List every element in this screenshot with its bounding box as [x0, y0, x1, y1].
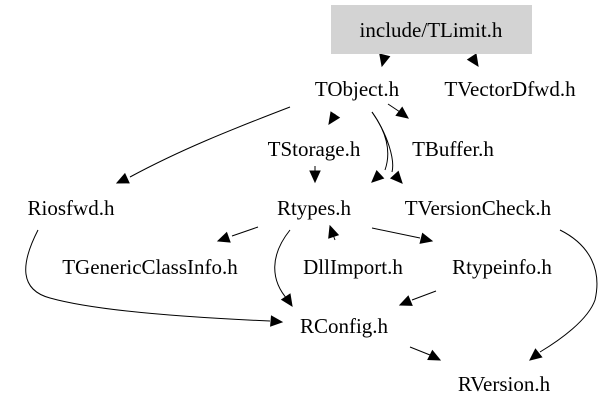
edge-line	[25, 229, 271, 322]
edge-line	[274, 229, 291, 301]
arrowhead-icon	[270, 315, 284, 327]
edge-rtypes-to-tgenericclassinfo	[216, 226, 259, 243]
edge-line	[231, 226, 259, 237]
edge-line	[371, 227, 421, 239]
edge-line	[387, 103, 401, 113]
arrowhead-icon	[389, 170, 403, 184]
edge-tobject-to-tstorage	[328, 111, 341, 126]
edge-line	[129, 106, 291, 178]
node-tobject[interactable]: TObject.h	[315, 77, 400, 101]
edge-tobject-to-tversioncheck	[371, 111, 403, 184]
node-dllimport[interactable]: DllImport.h	[303, 255, 403, 279]
node-label: Rtypeinfo.h	[452, 255, 552, 279]
arrowhead-icon	[419, 232, 434, 244]
edge-rtypeinfo-to-rconfig	[398, 290, 437, 306]
edge-line	[539, 229, 598, 353]
edge-riosfwd-to-rconfig	[25, 229, 284, 327]
node-label: include/TLimit.h	[360, 18, 503, 42]
arrowhead-icon	[466, 53, 479, 68]
edge-tlimit-to-tobject	[379, 53, 391, 68]
node-tlimit[interactable]: include/TLimit.h	[331, 5, 532, 54]
edge-line	[371, 111, 394, 173]
edge-rtypes-to-rtypeinfo	[371, 227, 434, 244]
node-label: DllImport.h	[303, 255, 403, 279]
arrowhead-icon	[216, 231, 231, 243]
edge-rconfig-to-rversion	[409, 346, 442, 361]
arrowhead-icon	[371, 169, 385, 183]
edge-tversioncheck-to-rversion	[529, 229, 598, 361]
edge-line	[411, 290, 437, 301]
arrowhead-icon	[328, 224, 340, 239]
edge-tobject-to-tbuffer	[387, 103, 409, 119]
node-label: Rtypes.h	[277, 196, 352, 220]
node-tstorage[interactable]: TStorage.h	[268, 137, 361, 161]
node-tbuffer[interactable]: TBuffer.h	[412, 137, 494, 161]
arrowhead-icon	[395, 106, 409, 119]
node-label: RVersion.h	[458, 372, 551, 396]
edge-tstorage-to-rtypes	[309, 166, 321, 184]
node-label: TVersionCheck.h	[405, 196, 552, 220]
edge-tlimit-to-tvectordfwd	[466, 53, 479, 68]
node-label: Riosfwd.h	[28, 196, 115, 220]
root-node-box	[331, 5, 532, 54]
node-label: TObject.h	[315, 77, 400, 101]
node-riosfwd[interactable]: Riosfwd.h	[28, 196, 115, 220]
edge-tobject-to-riosfwd	[115, 106, 291, 184]
edge-tobject-to-rtypes	[371, 111, 389, 183]
arrowhead-icon	[427, 349, 442, 361]
node-label: TVectorDfwd.h	[444, 77, 576, 101]
node-tvectordfwd[interactable]: TVectorDfwd.h	[444, 77, 576, 101]
arrowhead-icon	[280, 293, 293, 308]
edge-rtypes-to-rconfig	[274, 229, 293, 308]
arrowhead-icon	[309, 170, 321, 184]
arrowhead-icon	[328, 111, 341, 126]
node-rversion[interactable]: RVersion.h	[458, 372, 551, 396]
arrowhead-icon	[379, 53, 391, 68]
arrowhead-icon	[115, 172, 130, 184]
node-tversioncheck[interactable]: TVersionCheck.h	[405, 196, 552, 220]
arrowhead-icon	[398, 295, 413, 306]
node-label: TStorage.h	[268, 137, 361, 161]
edge-line	[409, 346, 431, 356]
node-rtypeinfo[interactable]: Rtypeinfo.h	[452, 255, 552, 279]
arrowhead-icon	[529, 348, 543, 361]
edge-rtypes-to-dllimport	[328, 224, 340, 241]
node-label: TGenericClassInfo.h	[62, 255, 238, 279]
node-rtypes[interactable]: Rtypes.h	[277, 196, 352, 220]
node-rconfig[interactable]: RConfig.h	[300, 314, 389, 338]
node-label: RConfig.h	[300, 314, 389, 338]
edge-line	[371, 111, 389, 171]
node-label: TBuffer.h	[412, 137, 494, 161]
node-tgenericclassinfo[interactable]: TGenericClassInfo.h	[62, 255, 238, 279]
